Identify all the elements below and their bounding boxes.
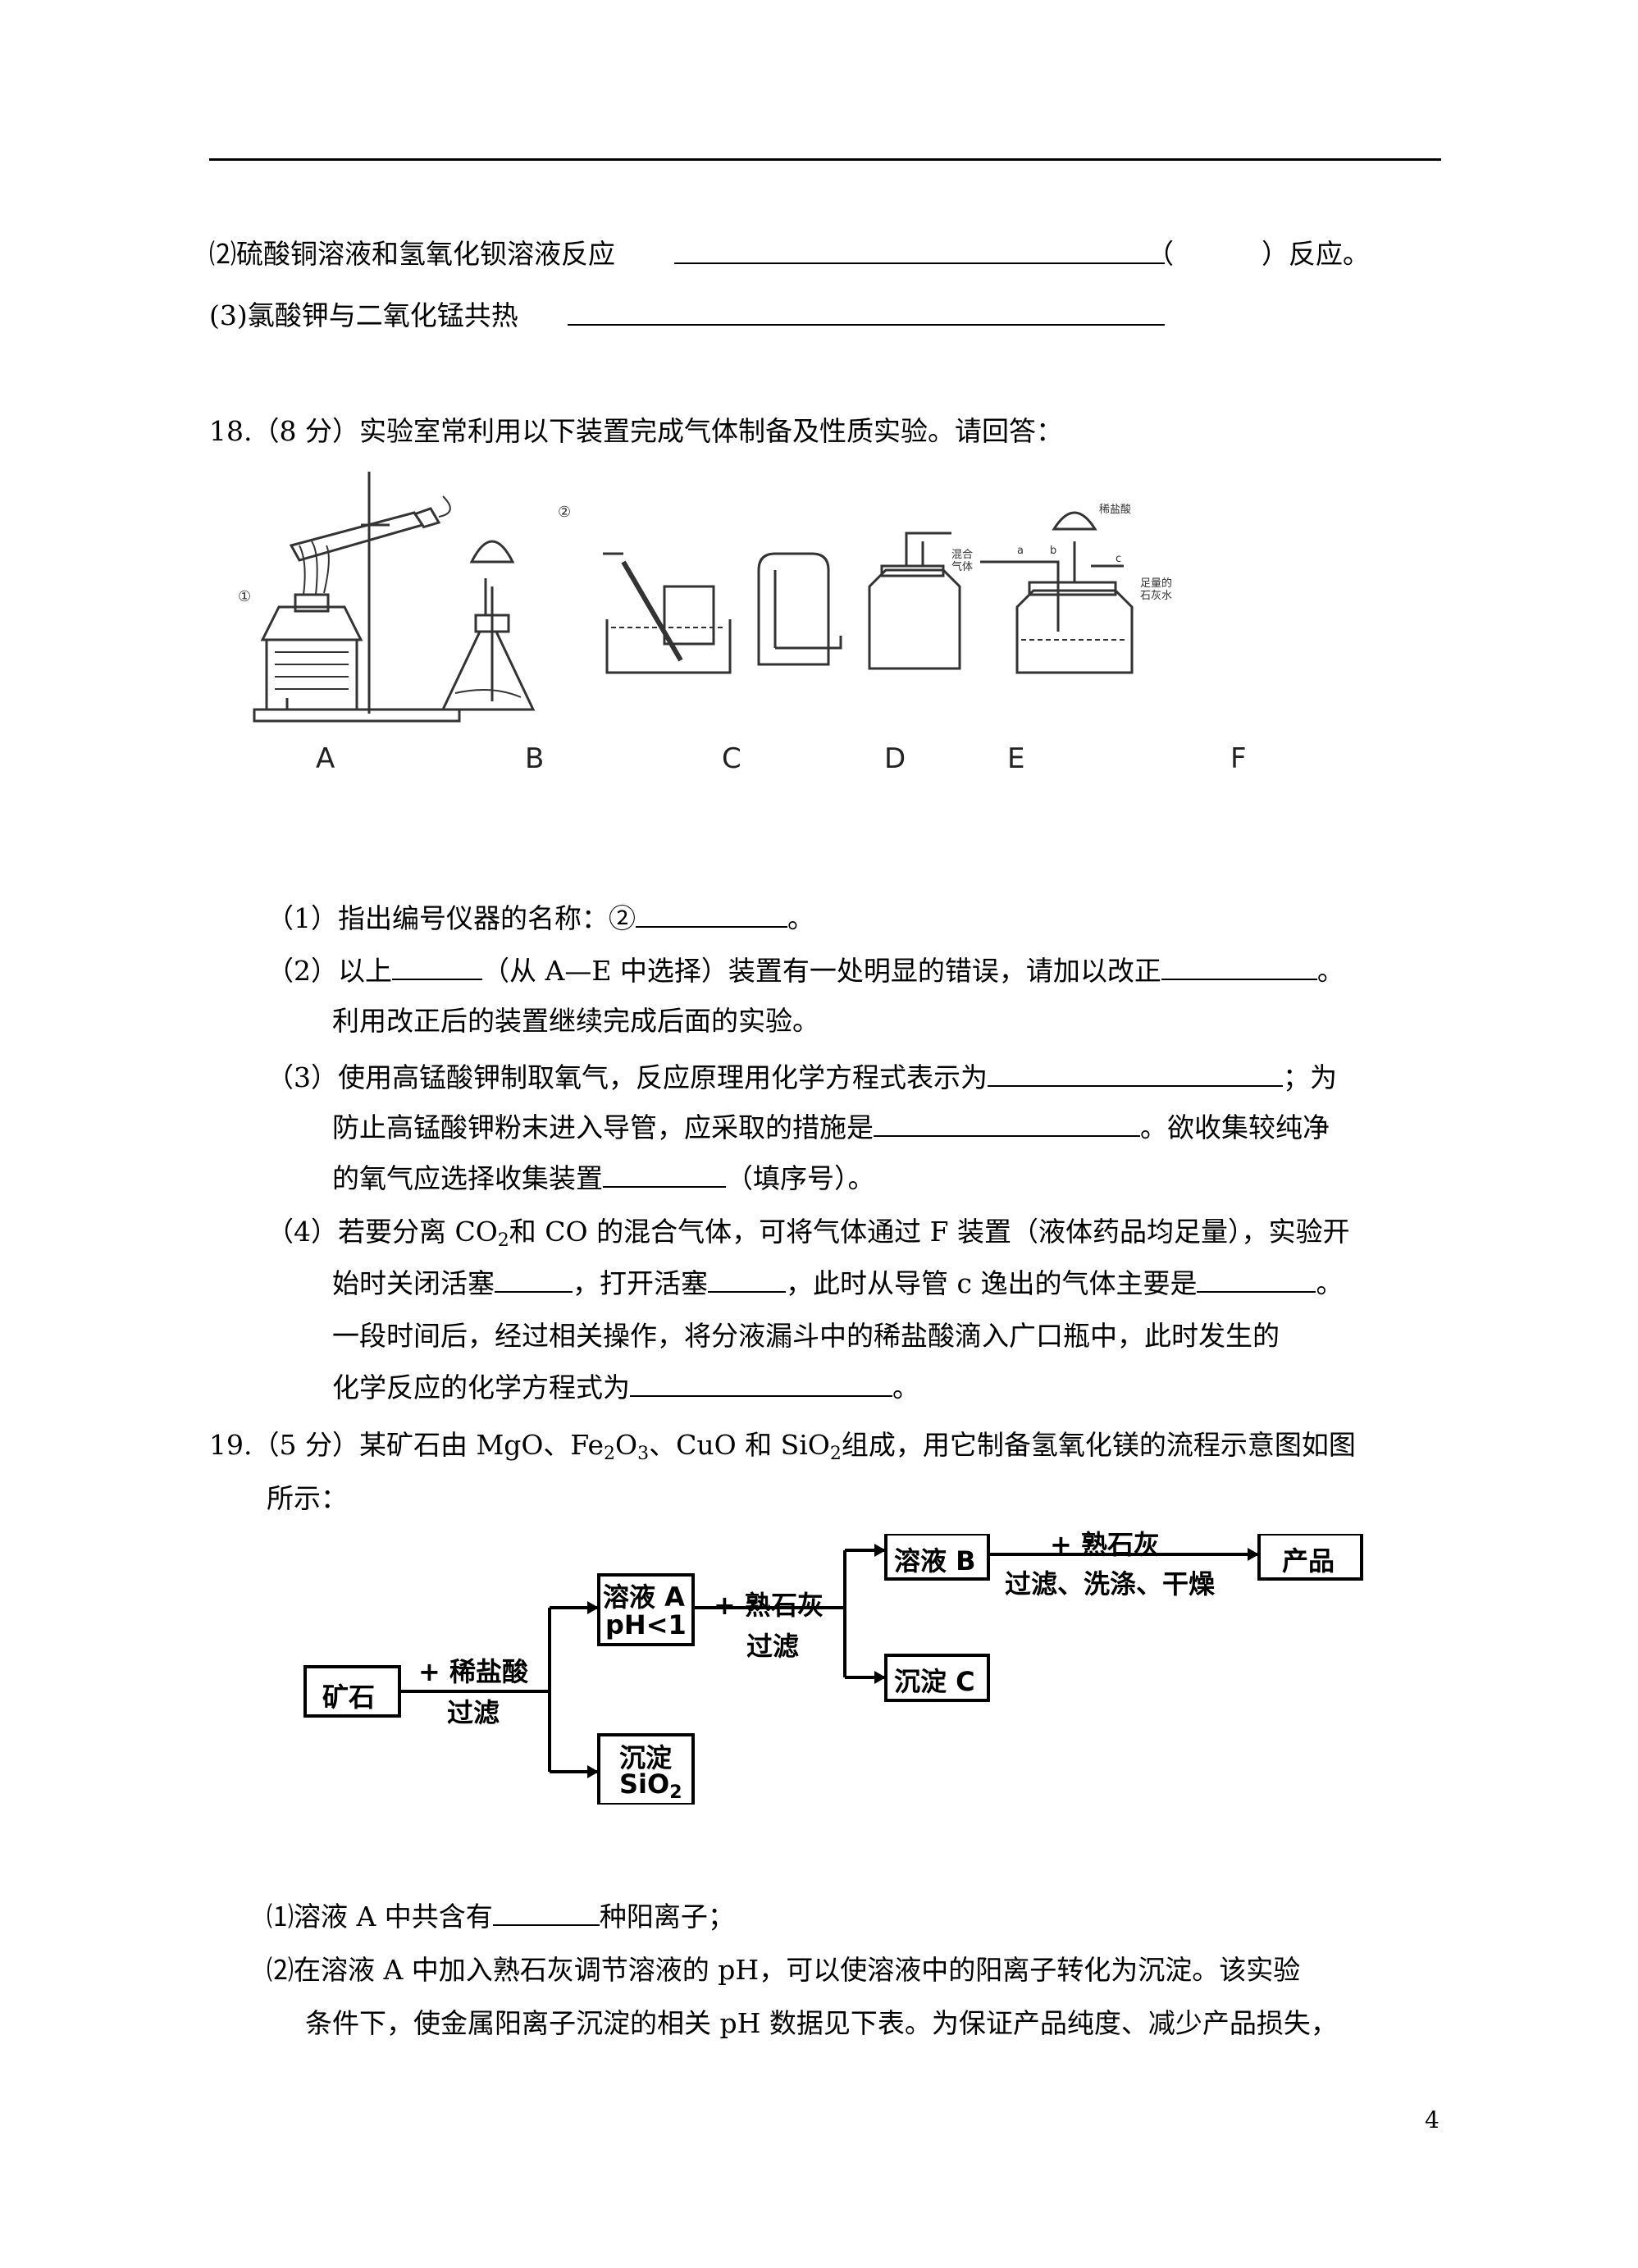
answer-blank[interactable]: [603, 1161, 726, 1188]
circled-2: ②: [558, 504, 571, 521]
q17-item2-paren-close: ）反应。: [1262, 238, 1370, 270]
answer-blank[interactable]: [495, 1266, 573, 1293]
q18-p3-line2: 防止高锰酸钾粉末进入导管，应采取的措施是。欲收集较纯净: [332, 1111, 1330, 1143]
apparatus-label-d: D: [884, 742, 906, 775]
page-number: 4: [1425, 2106, 1440, 2133]
f-label-naoh-2: 石灰水: [1140, 590, 1172, 602]
flow-step3-bottom: 过滤、洗涤、干燥: [1005, 1568, 1216, 1599]
answer-blank[interactable]: [392, 954, 482, 980]
answer-blank[interactable]: [1197, 1266, 1316, 1293]
flow-product: 产品: [1282, 1545, 1335, 1577]
q19-header-line2: 所示：: [267, 1482, 348, 1514]
flow-step3-top: + 熟石灰: [1050, 1529, 1160, 1560]
flow-ore: 矿石: [322, 1682, 376, 1713]
answer-blank[interactable]: [988, 1061, 1283, 1087]
q18-p4-line3: 一段时间后，经过相关操作，将分液漏斗中的稀盐酸滴入广口瓶中，此时发生的: [332, 1320, 1280, 1352]
q18-p2-line2: 利用改正后的装置继续完成后面的实验。: [332, 1005, 819, 1037]
q18-p4: （4）若要分离 CO2和 CO 的混合气体，可将气体通过 F 装置（液体药品均足…: [267, 1216, 1350, 1251]
flow-solution-a: 溶液 A: [603, 1581, 685, 1613]
answer-blank[interactable]: [874, 1111, 1140, 1137]
q19-p1: ⑴溶液 A 中共含有种阳离子；: [267, 1900, 735, 1933]
apparatus-label-e: E: [1007, 742, 1025, 775]
q18-header: 18.（8 分）实验室常利用以下装置完成气体制备及性质实验。请回答：: [209, 415, 1063, 447]
flow-precipitate-sio2: SiO2: [619, 1768, 682, 1803]
answer-blank[interactable]: [674, 262, 1165, 264]
q19-p2-line2: 条件下，使金属阳离子沉淀的相关 pH 数据见下表。为保证产品纯度、减少产品损失，: [305, 2007, 1338, 2039]
apparatus-label-a: A: [316, 742, 335, 775]
q17-item3: (3)氯酸钾与二氧化锰共热: [209, 299, 518, 331]
f-label-naoh-1: 足量的: [1140, 577, 1172, 590]
flow-step2-top: + 熟石灰: [714, 1590, 824, 1621]
flow-step1-bottom: 过滤: [447, 1697, 500, 1728]
q17-item2-paren-open: （: [1147, 238, 1174, 270]
f-label-a: a: [1017, 545, 1024, 557]
apparatus-label-b: B: [525, 742, 545, 775]
flow-solution-b: 溶液 B: [894, 1545, 976, 1577]
apparatus-label-f: F: [1230, 742, 1247, 775]
answer-blank[interactable]: [708, 1266, 786, 1293]
apparatus-label-c: C: [722, 742, 741, 775]
q18-p3-line3: 的氧气应选择收集装置（填序号）。: [332, 1161, 875, 1194]
answer-blank[interactable]: [1161, 954, 1317, 980]
q18-p2: （2）以上（从 A—E 中选择）装置有一处明显的错误，请加以改正。: [267, 954, 1344, 987]
answer-blank[interactable]: [636, 901, 787, 928]
header-rule: [209, 158, 1441, 161]
q18-p3: （3）使用高锰酸钾制取氧气，反应原理用化学方程式表示为；为: [267, 1061, 1337, 1093]
q18-p4-line4: 化学反应的化学方程式为。: [332, 1371, 919, 1403]
q18-p4-line2: 始时关闭活塞，打开活塞，此时从导管 c 逸出的气体主要是。: [332, 1266, 1344, 1299]
q19-header: 19.（5 分）某矿石由 MgO、Fe2O3、CuO 和 SiO2组成，用它制备…: [209, 1429, 1356, 1464]
f-label-mix-2: 气体: [951, 560, 973, 573]
flow-precipitate: 沉淀: [619, 1742, 673, 1773]
answer-blank[interactable]: [492, 1900, 600, 1926]
flow-chart: [303, 1534, 1363, 1805]
f-label-mix-1: 混合: [951, 549, 973, 561]
q18-p1: （1）指出编号仪器的名称：②。: [267, 901, 814, 934]
flow-step1-top: + 稀盐酸: [418, 1656, 528, 1687]
f-label-hcl: 稀盐酸: [1099, 504, 1131, 516]
apparatus-figure: 混合 气体 a b c 稀盐酸 足量的 石灰水 ① ②: [238, 472, 1172, 723]
flow-step2-bottom: 过滤: [746, 1631, 800, 1662]
flow-solution-a-ph: pH<1: [605, 1609, 687, 1641]
answer-blank[interactable]: [630, 1371, 892, 1397]
f-label-b: b: [1050, 545, 1056, 557]
circled-1: ①: [238, 588, 251, 605]
answer-blank[interactable]: [568, 324, 1165, 326]
q19-p2-line1: ⑵在溶液 A 中加入熟石灰调节溶液的 pH，可以使溶液中的阳离子转化为沉淀。该实…: [267, 1954, 1301, 1986]
q17-item2: ⑵硫酸铜溶液和氢氧化钡溶液反应: [209, 238, 615, 270]
flow-precipitate-c: 沉淀 C: [894, 1666, 975, 1697]
f-label-c: c: [1116, 553, 1121, 565]
